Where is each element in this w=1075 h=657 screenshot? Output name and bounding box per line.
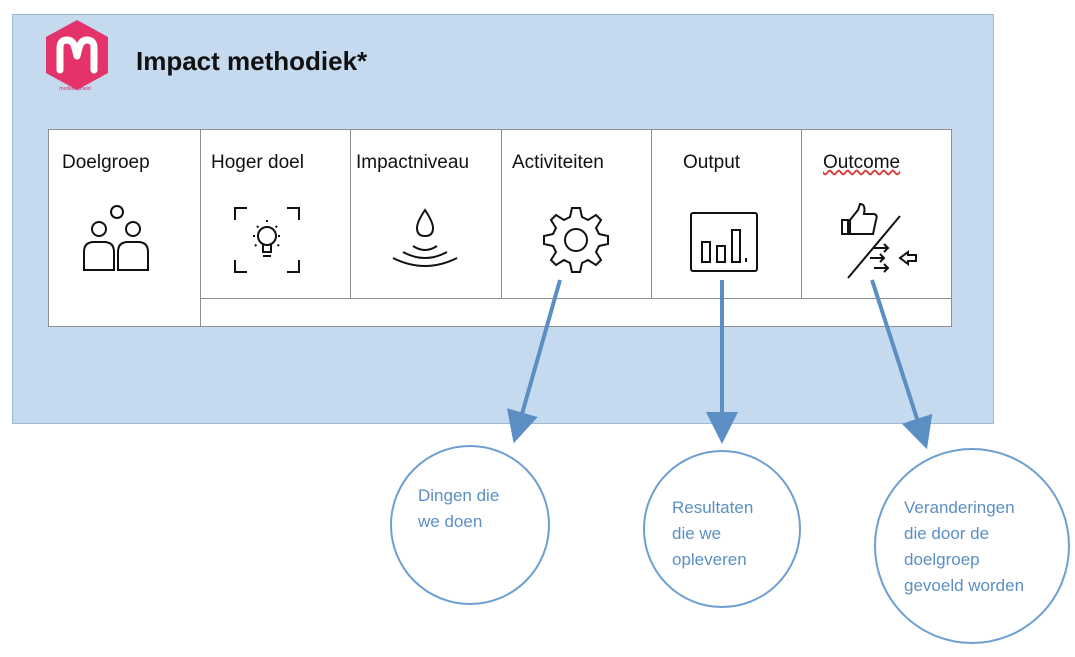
column-label: Activiteiten — [512, 152, 604, 173]
column-outcome: Outcome — [802, 130, 953, 298]
bar-chart-icon — [690, 212, 758, 272]
column-hoger-doel: Hoger doel — [201, 130, 351, 298]
arrow-activiteiten — [506, 279, 562, 444]
page-title: Impact methodiek* — [136, 46, 368, 76]
water-drop-ripple-icon — [392, 208, 458, 267]
column-output: Output — [652, 130, 802, 298]
column-label: Hoger doel — [211, 152, 304, 173]
column-label: Output — [683, 152, 741, 173]
column-doelgroep: Doelgroep — [49, 130, 201, 326]
bubble-text: Resultaten die we opleveren — [672, 498, 754, 569]
column-label: Impactniveau — [356, 152, 470, 173]
users-icon — [83, 205, 149, 271]
column-label: Doelgroep — [62, 152, 150, 173]
bubble-output — [643, 450, 801, 608]
column-impactniveau: Impactniveau — [351, 130, 502, 298]
bubble-activiteiten — [390, 445, 550, 605]
method-table: Doelgroep Hoger doel Impactniveau — [48, 129, 952, 327]
gear-icon — [543, 207, 609, 273]
logo-caption: mediawijsheid — [59, 86, 91, 92]
column-label: Outcome — [823, 152, 901, 173]
logo-icon — [46, 20, 108, 90]
column-activiteiten: Activiteiten — [502, 130, 652, 298]
bubble-text: Dingen die we doen — [418, 486, 500, 531]
bubble-outcome — [874, 448, 1070, 644]
table-row-divider — [201, 298, 951, 299]
thumbs-up-exchange-icon — [841, 202, 917, 279]
bubble-text: Veranderingen die door de doelgroep gevo… — [904, 498, 1025, 595]
lightbulb-focus-icon — [234, 207, 300, 273]
arrow-outcome — [870, 279, 933, 450]
